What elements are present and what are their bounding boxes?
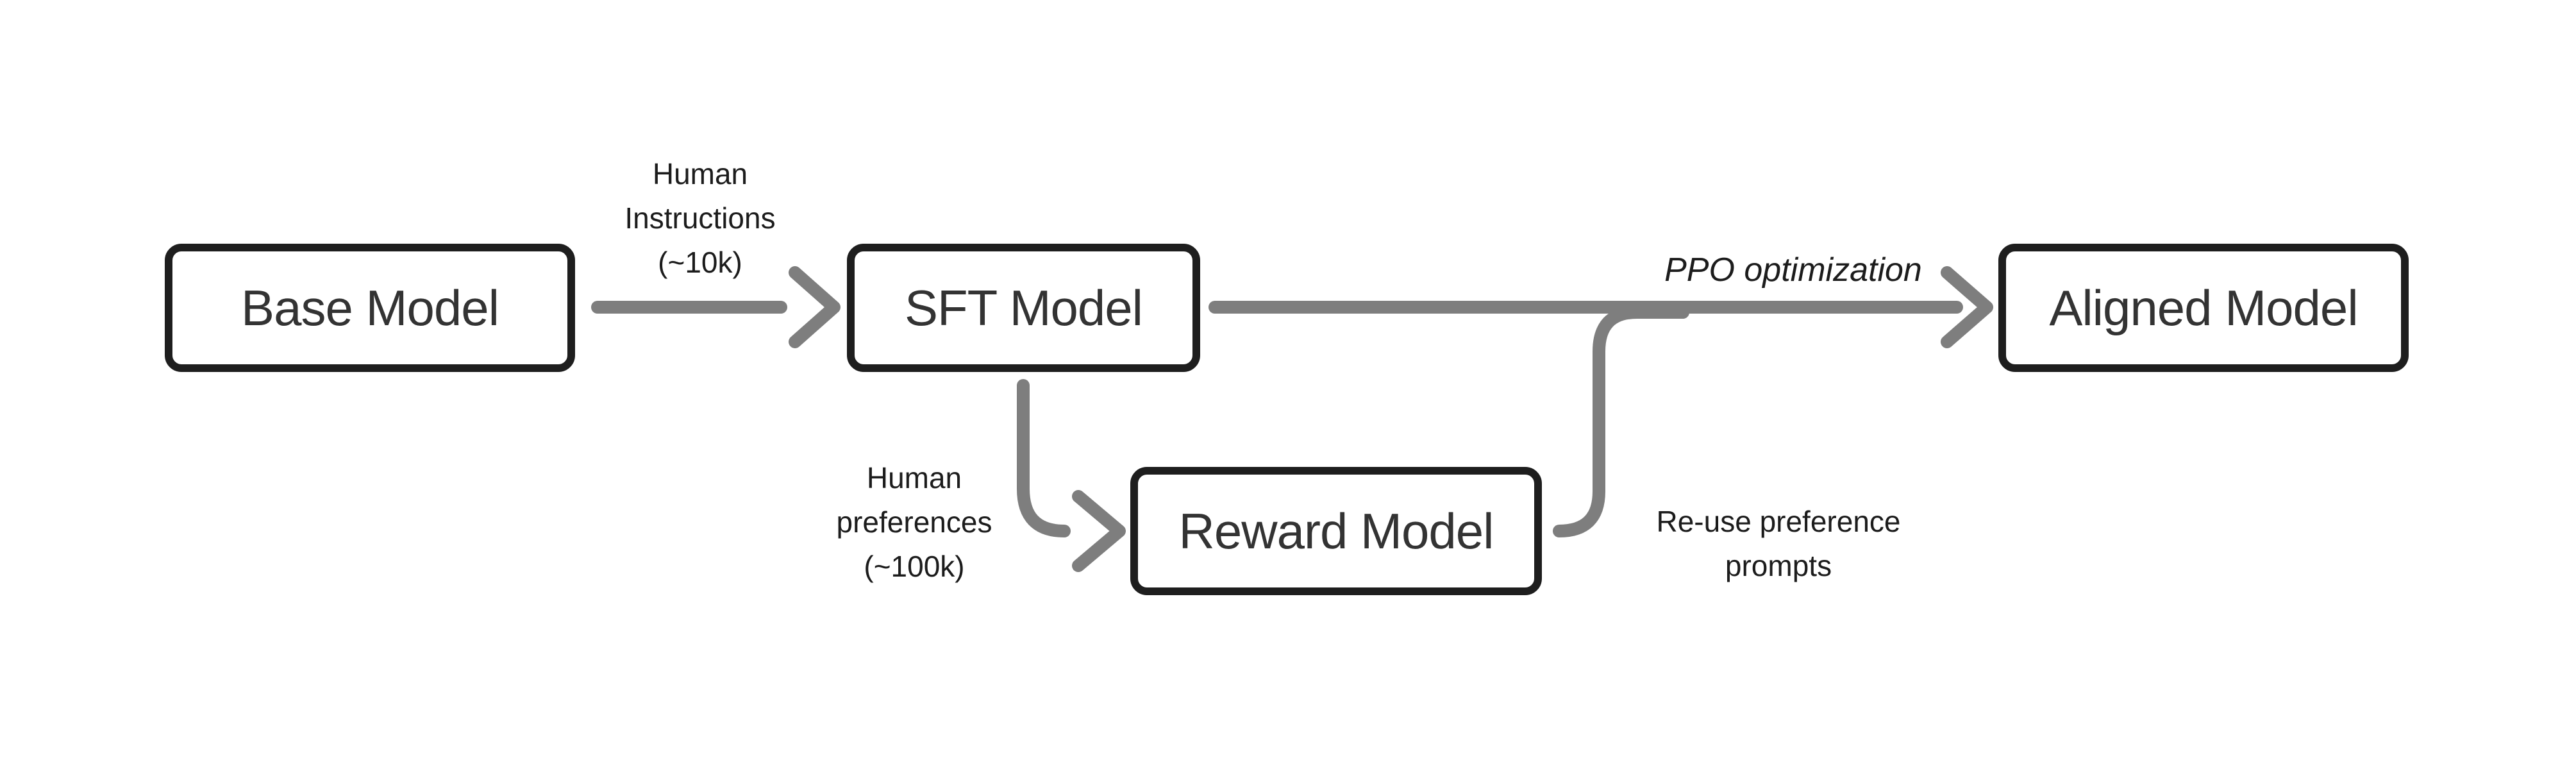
node-sft-model: SFT Model <box>847 244 1200 372</box>
edge-label-line: PPO optimization <box>1664 251 1922 289</box>
node-base-model: Base Model <box>165 244 575 372</box>
edge-label-line: (~10k) <box>658 246 742 279</box>
node-reward-model-label: Reward Model <box>1178 502 1494 559</box>
edge-label-reuse-preference-prompts: Re-use preference prompts <box>1586 500 1971 588</box>
arrowhead-base-to-sft-icon <box>789 266 841 348</box>
node-base-model-label: Base Model <box>241 279 499 336</box>
edge-label-line: preferences <box>836 505 992 539</box>
edge-label-line: (~100k) <box>864 550 965 583</box>
node-reward-model: Reward Model <box>1130 467 1542 595</box>
arrowhead-sft-to-aligned-icon <box>1941 266 1993 348</box>
edge-reward-to-ppo-merge <box>1553 306 1689 537</box>
edge-label-line: Instructions <box>624 201 776 235</box>
edge-label-line: Re-use preference <box>1656 505 1901 538</box>
edge-label-human-instructions: Human Instructions (~10k) <box>572 152 828 285</box>
node-aligned-model-label: Aligned Model <box>2049 279 2358 336</box>
edge-label-ppo-optimization: PPO optimization <box>1633 253 1953 287</box>
edge-label-line: Human <box>866 461 962 494</box>
node-sft-model-label: SFT Model <box>904 279 1143 336</box>
edge-label-line: Human <box>652 157 748 190</box>
edge-label-line: prompts <box>1725 549 1832 582</box>
node-aligned-model: Aligned Model <box>1998 244 2409 372</box>
edge-sft-to-reward <box>1017 379 1071 537</box>
arrowhead-sft-to-reward-icon <box>1072 490 1126 572</box>
edge-label-human-preferences: Human preferences (~100k) <box>786 456 1042 589</box>
